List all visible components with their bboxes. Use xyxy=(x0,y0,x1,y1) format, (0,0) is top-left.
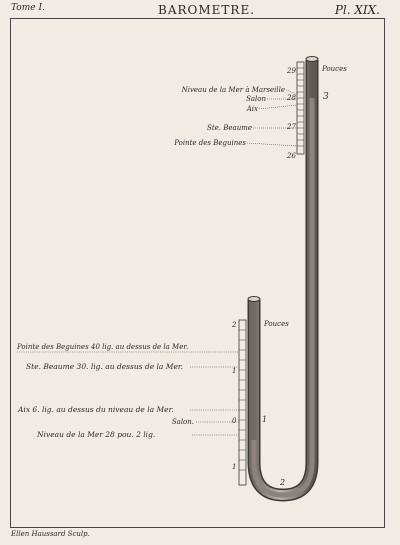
label-niveau-lower: Niveau de la Mer 28 pou. 2 lig. xyxy=(36,430,155,439)
barometer-tube-outline xyxy=(247,60,319,502)
lower-figure-number-bottom: 2 xyxy=(279,478,285,487)
label-ste-beaume-upper: Ste. Beaume xyxy=(207,124,252,132)
upper-labels: Niveau de la Mer à Marseille Salon Aix S… xyxy=(173,86,298,147)
lower-tick-1-lower: 1 xyxy=(232,463,236,471)
tome-label: Tome I. xyxy=(11,3,45,13)
lower-figure-number-side: 1 xyxy=(262,415,267,424)
label-salon-upper: Salon xyxy=(246,95,266,103)
label-aix-lower: Aix 6. lig. au dessus du niveau de la Me… xyxy=(17,405,174,414)
plate-number: Pl. XIX. xyxy=(334,3,380,17)
label-ste-beaume-lower: Ste. Beaume 30. lig. au dessus de la Mer… xyxy=(26,362,183,371)
label-beguines-lower: Pointe des Beguines 40 lig. au dessus de… xyxy=(16,343,188,351)
label-beguines-upper: Pointe des Beguines xyxy=(173,139,246,147)
plate-title: BAROMETRE. xyxy=(158,3,256,17)
lower-unit-label: Pouces xyxy=(263,320,289,328)
lower-tick-2: 2 xyxy=(231,321,237,329)
upper-tube-top xyxy=(305,56,319,62)
upper-unit-label: Pouces xyxy=(321,65,347,73)
lower-tick-1-upper: 1 xyxy=(232,367,236,375)
upper-tick-29: 29 xyxy=(286,67,296,75)
upper-figure-number: 3 xyxy=(323,92,329,102)
label-niveau-marseille: Niveau de la Mer à Marseille xyxy=(181,86,285,94)
upper-tick-27: 27 xyxy=(286,123,296,131)
upper-scale: 29 28 27 26 Pouces 3 xyxy=(286,61,347,160)
upper-tick-28: 28 xyxy=(286,94,296,102)
barometer-tube-glass xyxy=(249,60,317,501)
mercury-column xyxy=(251,98,315,498)
engraver-credit: Ellen Haussard Sculp. xyxy=(11,530,90,538)
label-aix-upper: Aix xyxy=(246,105,258,113)
lower-tick-0: 0 xyxy=(232,417,237,425)
lower-labels: Pointe des Beguines 40 lig. au dessus de… xyxy=(16,343,239,439)
label-salon-lower: Salon. xyxy=(172,418,194,426)
lower-scale: 2 1 0 1 Pouces 1 2 xyxy=(231,319,289,487)
plate-frame xyxy=(10,18,385,528)
upper-tick-26: 26 xyxy=(286,152,296,160)
lower-tube-top xyxy=(247,296,261,302)
